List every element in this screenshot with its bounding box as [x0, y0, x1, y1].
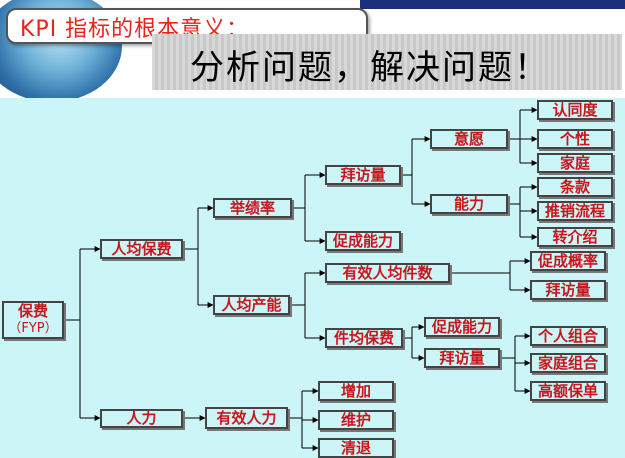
node-baifangliang-2: 拜访量: [530, 280, 606, 300]
node-root-label: 保费: [17, 302, 48, 320]
node-baifangliang-3: 拜访量: [424, 348, 500, 368]
slogan-banner: [152, 34, 622, 90]
header-accent-bar: [360, 0, 625, 9]
node-renjun-chanzheng: 人均产能: [213, 295, 290, 315]
node-renli: 人力: [100, 409, 183, 428]
node-juji-rate: 举绩率: [213, 198, 292, 218]
node-zhuanjieshao: 转介绍: [537, 227, 613, 247]
node-youxiao-renjun-jianshu: 有效人均件数: [325, 263, 450, 283]
node-weihu: 维护: [318, 410, 394, 430]
node-root-sublabel: （FYP）: [8, 321, 58, 336]
node-qingtui: 清退: [318, 438, 394, 458]
node-rentongdu: 认同度: [537, 100, 613, 120]
slogan-text: 分析问题，解决问题！: [190, 48, 550, 88]
node-jianjun-baofei: 件均保费: [325, 328, 403, 348]
node-renjun-baofei: 人均保费: [100, 239, 183, 259]
diagram-canvas: [0, 98, 625, 458]
slide-header: KPI 指标的根本意义： 分析问题，解决问题！: [0, 0, 625, 102]
node-cucheng-nengli-1: 促成能力: [325, 231, 401, 251]
node-jiating-zuhe: 家庭组合: [530, 353, 606, 373]
node-nengli: 能力: [430, 194, 508, 214]
node-yixiang: 意愿: [430, 129, 508, 149]
node-baifangliang-1: 拜访量: [325, 165, 401, 185]
node-gaoe-baodan: 高额保单: [530, 381, 606, 401]
node-cucheng-gailv: 促成概率: [530, 251, 606, 271]
node-gexing: 个性: [537, 129, 613, 149]
node-youxiao-renli: 有效人力: [205, 407, 288, 429]
node-tuixiao-liucheng: 推销流程: [537, 201, 613, 221]
node-root-fyp: 保费 （FYP）: [2, 301, 64, 339]
node-zengjia: 增加: [318, 381, 394, 401]
node-geren-zuhe: 个人组合: [530, 326, 606, 346]
node-cucheng-nengli-2: 促成能力: [424, 317, 500, 337]
node-jiating: 家庭: [537, 153, 613, 173]
node-tiaokuan: 条款: [537, 177, 613, 197]
